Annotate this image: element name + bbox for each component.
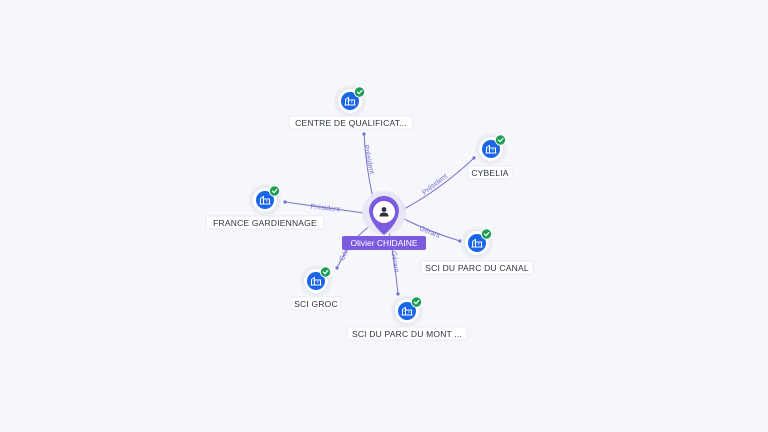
company-node[interactable]: CENTRE DE QUALIFICAT... <box>288 85 414 130</box>
node-label-box <box>288 115 414 130</box>
edge-arrowhead <box>335 266 339 270</box>
company-node[interactable]: CYBELIA <box>467 133 513 180</box>
edge-arrowhead <box>396 292 400 296</box>
edge-arrowhead <box>458 239 462 243</box>
node-label-box <box>346 326 468 341</box>
node-label-box <box>420 260 534 275</box>
edge-label: Président <box>421 173 449 197</box>
edge-arrowhead <box>472 156 476 160</box>
building-icon <box>401 306 413 316</box>
edge-label: Président <box>362 144 375 174</box>
edge-n3: Président <box>283 200 365 214</box>
verified-check-icon <box>319 266 332 278</box>
edge-line <box>401 217 461 242</box>
edge-n1: Président <box>362 132 375 199</box>
verified-check-icon <box>480 228 493 240</box>
verified-check-icon <box>268 185 281 197</box>
person-name: Olivier CHIDAINE <box>350 238 417 248</box>
edge-line <box>284 201 365 214</box>
building-icon <box>310 276 322 286</box>
pin-inner-disc <box>373 201 395 223</box>
building-icon <box>485 144 497 154</box>
edge-line <box>363 133 374 199</box>
company-name: CYBELIA <box>471 168 508 178</box>
company-node[interactable]: SCI GROC <box>290 265 342 311</box>
verified-check-icon <box>410 296 423 308</box>
edge-arrowhead <box>362 132 366 136</box>
company-name: SCI GROC <box>294 299 338 309</box>
company-name: SCI DU PARC DU MONT ... <box>352 329 462 339</box>
company-node[interactable]: FRANCE GARDIENNAGE <box>205 184 325 230</box>
verified-check-icon <box>494 134 507 146</box>
company-name: CENTRE DE QUALIFICAT... <box>295 118 407 128</box>
verified-check-icon <box>353 86 366 98</box>
building-icon <box>471 238 483 248</box>
building-icon <box>344 96 356 106</box>
company-node[interactable]: SCI DU PARC DU CANAL <box>420 227 534 275</box>
node-label-box <box>205 215 325 230</box>
company-node[interactable]: SCI DU PARC DU MONT ... <box>346 295 468 341</box>
person-label-box <box>342 236 426 250</box>
building-icon <box>259 195 271 205</box>
edge-label: Gérant <box>390 251 400 273</box>
company-name: SCI DU PARC DU CANAL <box>425 263 529 273</box>
node-label-box <box>290 296 342 311</box>
edge-label: Président <box>310 203 340 213</box>
person-node[interactable]: Olivier CHIDAINE <box>342 191 426 250</box>
edge-n2: Président <box>401 156 476 211</box>
node-label-box <box>467 165 513 180</box>
edge-arrowhead <box>283 200 287 204</box>
company-name: FRANCE GARDIENNAGE <box>213 218 317 228</box>
person-icon <box>379 207 389 217</box>
edge-line <box>401 157 475 211</box>
